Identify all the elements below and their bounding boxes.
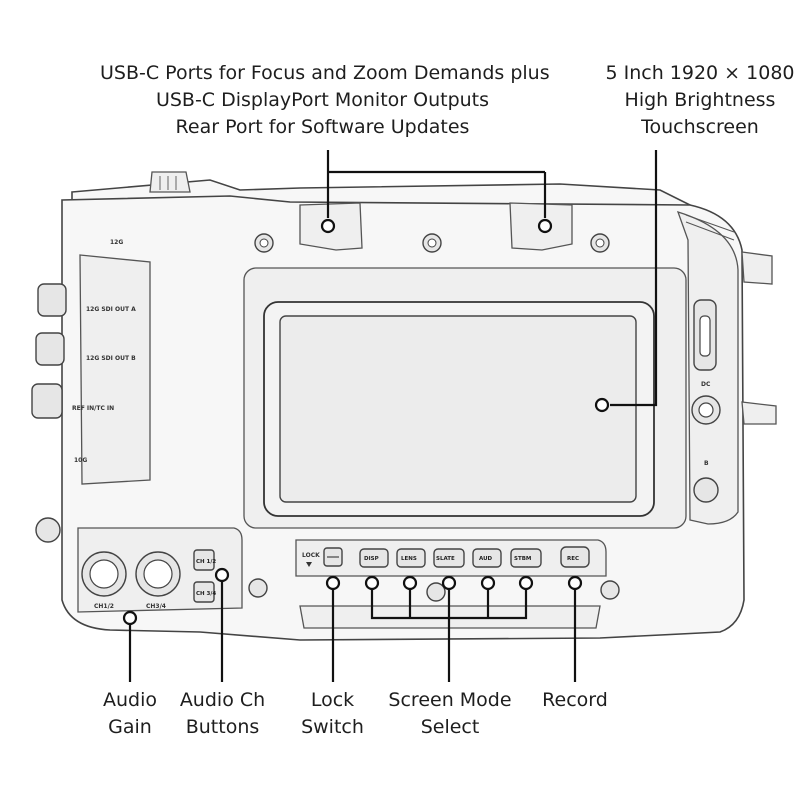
leader-lines bbox=[128, 150, 658, 682]
lower-screw-left bbox=[248, 578, 268, 598]
label-ch34: CH3/4 bbox=[146, 603, 166, 610]
record-line-1: Record bbox=[542, 689, 608, 711]
label-ch-btn-bottom: CH 3/4 bbox=[196, 591, 216, 597]
callout-dots bbox=[122, 218, 610, 626]
record-button[interactable] bbox=[560, 546, 590, 568]
stbm-button[interactable] bbox=[510, 548, 542, 568]
usb-ports-line-3: Rear Port for Software Updates bbox=[175, 116, 470, 138]
label-ref-in: REF IN/TC IN bbox=[72, 405, 114, 412]
audio-ch-buttons-callout: Audio Ch Buttons bbox=[165, 687, 280, 741]
svg-text:DISP: DISP bbox=[364, 556, 379, 562]
screen-mode-select-line-1: Screen Mode bbox=[388, 689, 512, 711]
bnc-connectors bbox=[31, 283, 67, 543]
audio-gain-callout: Audio Gain bbox=[80, 687, 180, 741]
label-ch-btn-top: CH 1/2 bbox=[196, 559, 216, 565]
audio-ch-button-top[interactable] bbox=[193, 549, 215, 571]
usb-ports-line-1: USB-C Ports for Focus and Zoom Demands p… bbox=[100, 62, 550, 84]
lock-switch-line-1: Lock bbox=[310, 689, 355, 711]
audio-gain-line-2: Gain bbox=[108, 716, 152, 738]
right-grip-bottom bbox=[741, 401, 777, 425]
screen-mode-select-line-2: Select bbox=[420, 716, 480, 738]
sdi-panel bbox=[79, 254, 151, 485]
right-grip-top bbox=[741, 251, 773, 285]
touchscreen-line-1: 5 Inch 1920 × 1080 bbox=[605, 62, 795, 84]
label-lock: LOCK bbox=[302, 552, 320, 559]
lower-screw-right bbox=[600, 580, 620, 600]
audio-ch-button-bottom[interactable] bbox=[193, 581, 215, 603]
top-knob bbox=[149, 171, 191, 193]
label-rec: REC bbox=[567, 556, 579, 562]
label-10g: 10G bbox=[74, 457, 87, 464]
mode-buttons: DISP LENS SLATE AUD STBM bbox=[359, 548, 542, 568]
svg-text:STBM: STBM bbox=[514, 556, 531, 562]
lower-screw-center bbox=[426, 582, 446, 602]
label-ch12: CH1/2 bbox=[94, 603, 114, 610]
label-sdi-out-a: 12G SDI OUT A bbox=[86, 306, 136, 313]
lens-button[interactable] bbox=[396, 548, 426, 568]
lock-switch-callout: Lock Switch bbox=[285, 687, 380, 741]
touchscreen-line-3: Touchscreen bbox=[641, 116, 759, 138]
dc-label: DC bbox=[701, 381, 711, 388]
b-connector bbox=[693, 477, 719, 503]
slate-button[interactable] bbox=[433, 548, 465, 568]
audio-ch-buttons-line-2: Buttons bbox=[185, 716, 260, 738]
usb-ports-callout: USB-C Ports for Focus and Zoom Demands p… bbox=[100, 60, 550, 141]
label-12g: 12G bbox=[110, 239, 123, 246]
record-callout: Record bbox=[525, 687, 625, 714]
audio-gain-line-1: Audio bbox=[102, 689, 157, 711]
disp-button[interactable] bbox=[359, 548, 389, 568]
b-label: B bbox=[704, 460, 709, 467]
screen-mode-select-callout: Screen Mode Select bbox=[380, 687, 520, 741]
touchscreen-line-2: High Brightness bbox=[624, 89, 776, 111]
touchscreen[interactable] bbox=[279, 315, 637, 503]
svg-text:LENS: LENS bbox=[401, 556, 417, 562]
touchscreen-callout: 5 Inch 1920 × 1080 High Brightness Touch… bbox=[605, 60, 795, 141]
aud-button[interactable] bbox=[472, 548, 502, 568]
audio-ch-buttons-line-1: Audio Ch bbox=[179, 689, 266, 711]
label-sdi-out-b: 12G SDI OUT B bbox=[86, 355, 136, 362]
svg-text:AUD: AUD bbox=[479, 556, 493, 562]
svg-text:SLATE: SLATE bbox=[436, 556, 455, 562]
usb-ports-line-2: USB-C DisplayPort Monitor Outputs bbox=[155, 89, 490, 111]
lock-switch-line-2: Switch bbox=[301, 716, 364, 738]
